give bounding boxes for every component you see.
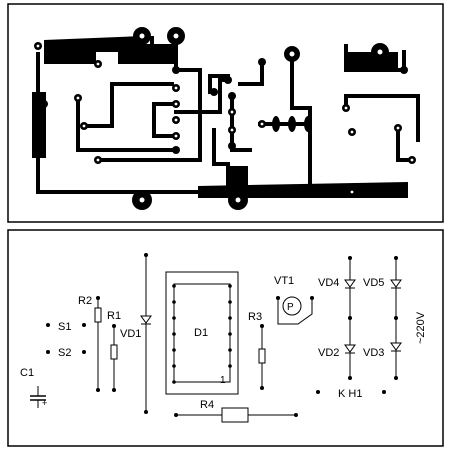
label-r2: R2 (78, 295, 92, 307)
label-r4: R4 (200, 399, 214, 411)
large-pad (132, 190, 152, 210)
label-vd1: VD1 (120, 328, 141, 340)
trace-mid-7 (230, 94, 252, 152)
label-c1: C1 (20, 367, 34, 379)
diode-vd2: VD2 (318, 316, 356, 380)
label-vt1: VT1 (274, 275, 294, 287)
diode-vd3: VD3 (363, 316, 402, 380)
indicator-kh1: K H1 (316, 388, 386, 400)
ic-d1: D1 1 (165, 271, 239, 395)
label-vd5: VD5 (363, 277, 384, 289)
copper-bottom-bar (198, 182, 408, 198)
label-vd4: VD4 (318, 277, 339, 289)
c1-plus-sign: + (42, 398, 47, 408)
label-r3: R3 (248, 311, 262, 323)
component-layer-panel: S1 S2 C1 + R2 R1 (7, 229, 444, 447)
label-vd3: VD3 (363, 347, 384, 359)
resistor-r1: R1 (107, 310, 121, 392)
diode-vd1: VD1 (120, 253, 152, 414)
trace-right-1 (344, 94, 420, 142)
resistor-r2: R2 (78, 295, 102, 392)
trace-mid-2 (82, 82, 174, 128)
trace-right-2 (396, 126, 414, 162)
label-vd2: VD2 (318, 347, 339, 359)
large-pad (167, 27, 185, 45)
oval-pad (288, 116, 296, 132)
trace-mid-4 (152, 102, 174, 138)
label-s2: S2 (58, 347, 71, 359)
label-mains: ~220V (415, 311, 427, 344)
label-d1-pin1: 1 (220, 375, 226, 386)
label-r1: R1 (107, 310, 121, 322)
large-pad (284, 46, 300, 62)
copper-pour-top-right (118, 44, 176, 64)
trace-top-mid (208, 74, 230, 94)
transistor-vt1: VT1 P (274, 275, 314, 325)
label-d1: D1 (194, 327, 208, 339)
copper-panel-border (7, 3, 444, 223)
oval-pad (272, 116, 280, 132)
diode-vd4: VD4 (318, 256, 356, 318)
label-kh1: K H1 (338, 388, 362, 400)
large-pad (133, 27, 151, 45)
copper-pour-top (44, 36, 142, 64)
copper-bottom-tab (226, 166, 248, 196)
large-pad (371, 43, 389, 61)
switch-s1: S1 (46, 321, 86, 333)
pad-holes (36, 44, 414, 194)
component-panel-border (7, 229, 444, 447)
resistor-r4: R4 (174, 399, 298, 423)
vt1-body-mark: P (287, 302, 294, 313)
label-s1: S1 (58, 321, 71, 333)
capacitor-c1: C1 + (20, 367, 47, 408)
oval-pad (304, 116, 312, 132)
large-pad (228, 190, 248, 210)
copper-pads (34, 27, 416, 210)
trace-mid-10 (290, 52, 312, 188)
copper-pad-left-block (32, 92, 46, 158)
copper-traces (32, 36, 420, 198)
resistor-r3: R3 (248, 311, 266, 390)
switch-s2: S2 (46, 347, 86, 359)
trace-mid-6 (212, 128, 230, 166)
diode-vd5: VD5 (363, 256, 402, 318)
ic-pins (172, 284, 232, 384)
trace-mid-8 (238, 60, 264, 86)
trace-mid-3 (96, 38, 202, 162)
diode-bridge: VD4 VD5 VD2 VD3 (318, 256, 427, 380)
copper-layer-panel (7, 3, 444, 223)
trace-mid-1 (76, 96, 174, 152)
